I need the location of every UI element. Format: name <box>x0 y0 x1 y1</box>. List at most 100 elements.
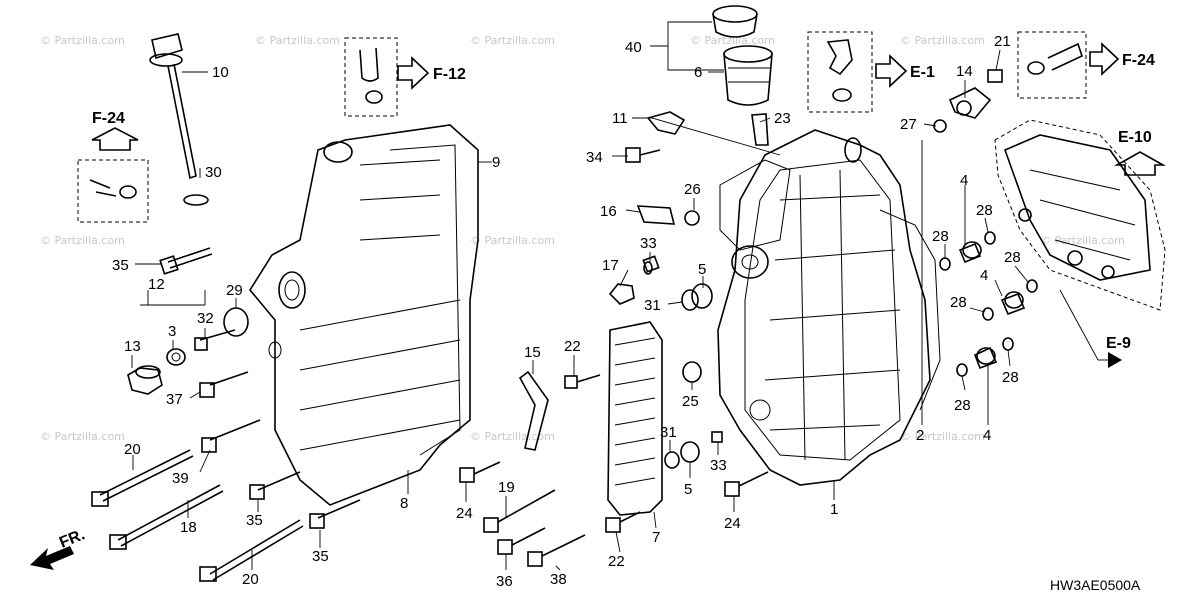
callout-1: 1 <box>830 501 838 518</box>
callout-28: 28 <box>932 228 949 245</box>
callout-18: 18 <box>180 519 197 536</box>
front-label: FR. <box>57 526 87 551</box>
front-arrow: FR. <box>30 526 87 570</box>
callout-15: 15 <box>524 344 541 361</box>
callout-5: 5 <box>684 481 692 498</box>
callout-37: 37 <box>166 391 183 408</box>
callout-28: 28 <box>950 294 967 311</box>
callout-20: 20 <box>124 441 141 458</box>
bracket <box>518 370 549 451</box>
callout-20: 20 <box>242 571 259 588</box>
callout-21: 21 <box>994 33 1011 50</box>
callout-22: 22 <box>564 338 581 355</box>
watermark: © Partzilla.com <box>1040 234 1125 247</box>
water-joint <box>933 69 1003 133</box>
watermark: © Partzilla.com <box>470 234 555 247</box>
callout-28: 28 <box>1004 249 1021 266</box>
ref-box-e10 <box>994 119 1166 311</box>
callout-28: 28 <box>1002 369 1019 386</box>
callout-36: 36 <box>496 573 513 590</box>
watermark: © Partzilla.com <box>470 430 555 443</box>
callout-28: 28 <box>976 202 993 219</box>
watermark: © Partzilla.com <box>40 430 125 443</box>
callout-3: 3 <box>168 323 176 340</box>
callout-33: 33 <box>640 235 657 252</box>
ref-label-f12: F-12 <box>433 66 466 83</box>
ref-label-f24-right: F-24 <box>1122 52 1155 69</box>
callout-39: 39 <box>172 470 189 487</box>
filter-bolt <box>751 113 769 146</box>
watermark: © Partzilla.com <box>690 34 775 47</box>
callout-34: 34 <box>586 149 603 166</box>
callout-35: 35 <box>112 257 129 274</box>
bolt-group-left <box>91 247 361 582</box>
callout-4: 4 <box>983 427 991 444</box>
callout-24: 24 <box>724 515 741 532</box>
callout-38: 38 <box>550 571 567 588</box>
oil-filter <box>712 5 773 106</box>
callout-26: 26 <box>684 181 701 198</box>
case-gasket <box>719 159 941 411</box>
callout-11: 11 <box>612 110 628 127</box>
ref-label-e1: E-1 <box>910 64 935 81</box>
watermark: © Partzilla.com <box>40 34 125 47</box>
watermark: © Partzilla.com <box>40 234 125 247</box>
ref-arrows <box>91 42 1167 368</box>
callout-5: 5 <box>698 261 706 278</box>
callout-27: 27 <box>900 116 917 133</box>
callout-35: 35 <box>246 512 263 529</box>
diagram-code: HW3AE0500A <box>1050 577 1141 593</box>
callout-33: 33 <box>710 457 727 474</box>
callout-23: 23 <box>774 110 791 127</box>
callout-25: 25 <box>682 393 699 410</box>
ref-box-f12 <box>344 37 398 117</box>
dipstick <box>149 33 209 206</box>
callout-13: 13 <box>124 338 141 355</box>
callout-4: 4 <box>960 172 968 189</box>
callout-17: 17 <box>602 257 619 274</box>
main-case <box>717 129 931 486</box>
callout-7: 7 <box>652 529 660 546</box>
callout-40: 40 <box>625 39 642 56</box>
callout-6: 6 <box>694 64 702 81</box>
sensors-bracket <box>608 111 700 305</box>
cover-housing <box>1003 134 1151 281</box>
drain-plug <box>127 307 249 395</box>
callout-28: 28 <box>954 397 971 414</box>
callouts: 10 30 9 35 12 29 3 32 13 37 20 39 18 35 … <box>112 33 1021 590</box>
hose-joints <box>939 231 1038 377</box>
callout-4: 4 <box>980 267 988 284</box>
callout-30: 30 <box>205 164 222 181</box>
rear-case-cover <box>249 124 479 506</box>
ref-label-e10: E-10 <box>1118 129 1152 146</box>
watermark: © Partzilla.com <box>900 34 985 47</box>
callout-29: 29 <box>226 282 243 299</box>
ref-label-e9: E-9 <box>1106 335 1131 352</box>
callout-24: 24 <box>456 505 473 522</box>
ref-label-f24-left: F-24 <box>92 110 125 127</box>
callout-19: 19 <box>498 479 515 496</box>
callout-8: 8 <box>400 495 408 512</box>
callout-31: 31 <box>660 424 677 441</box>
callout-16: 16 <box>600 203 617 220</box>
leader-lines <box>131 21 1108 571</box>
ref-box-f24-left <box>77 159 149 223</box>
callout-10: 10 <box>212 64 229 81</box>
ref-box-e1 <box>807 31 873 113</box>
watermark: © Partzilla.com <box>255 34 340 47</box>
callout-2: 2 <box>916 427 924 444</box>
callout-9: 9 <box>492 154 500 171</box>
ref-box-f24-right <box>1017 31 1087 99</box>
bolt-group-center <box>459 261 769 567</box>
callout-31: 31 <box>644 297 661 314</box>
callout-35: 35 <box>312 548 329 565</box>
callout-22: 22 <box>608 553 625 570</box>
watermark: © Partzilla.com <box>470 34 555 47</box>
watermark-layer: © Partzilla.com © Partzilla.com © Partzi… <box>40 34 1125 443</box>
callout-14: 14 <box>956 63 973 80</box>
callout-12: 12 <box>148 276 165 293</box>
callout-32: 32 <box>197 310 214 327</box>
watermark: © Partzilla.com <box>900 430 985 443</box>
